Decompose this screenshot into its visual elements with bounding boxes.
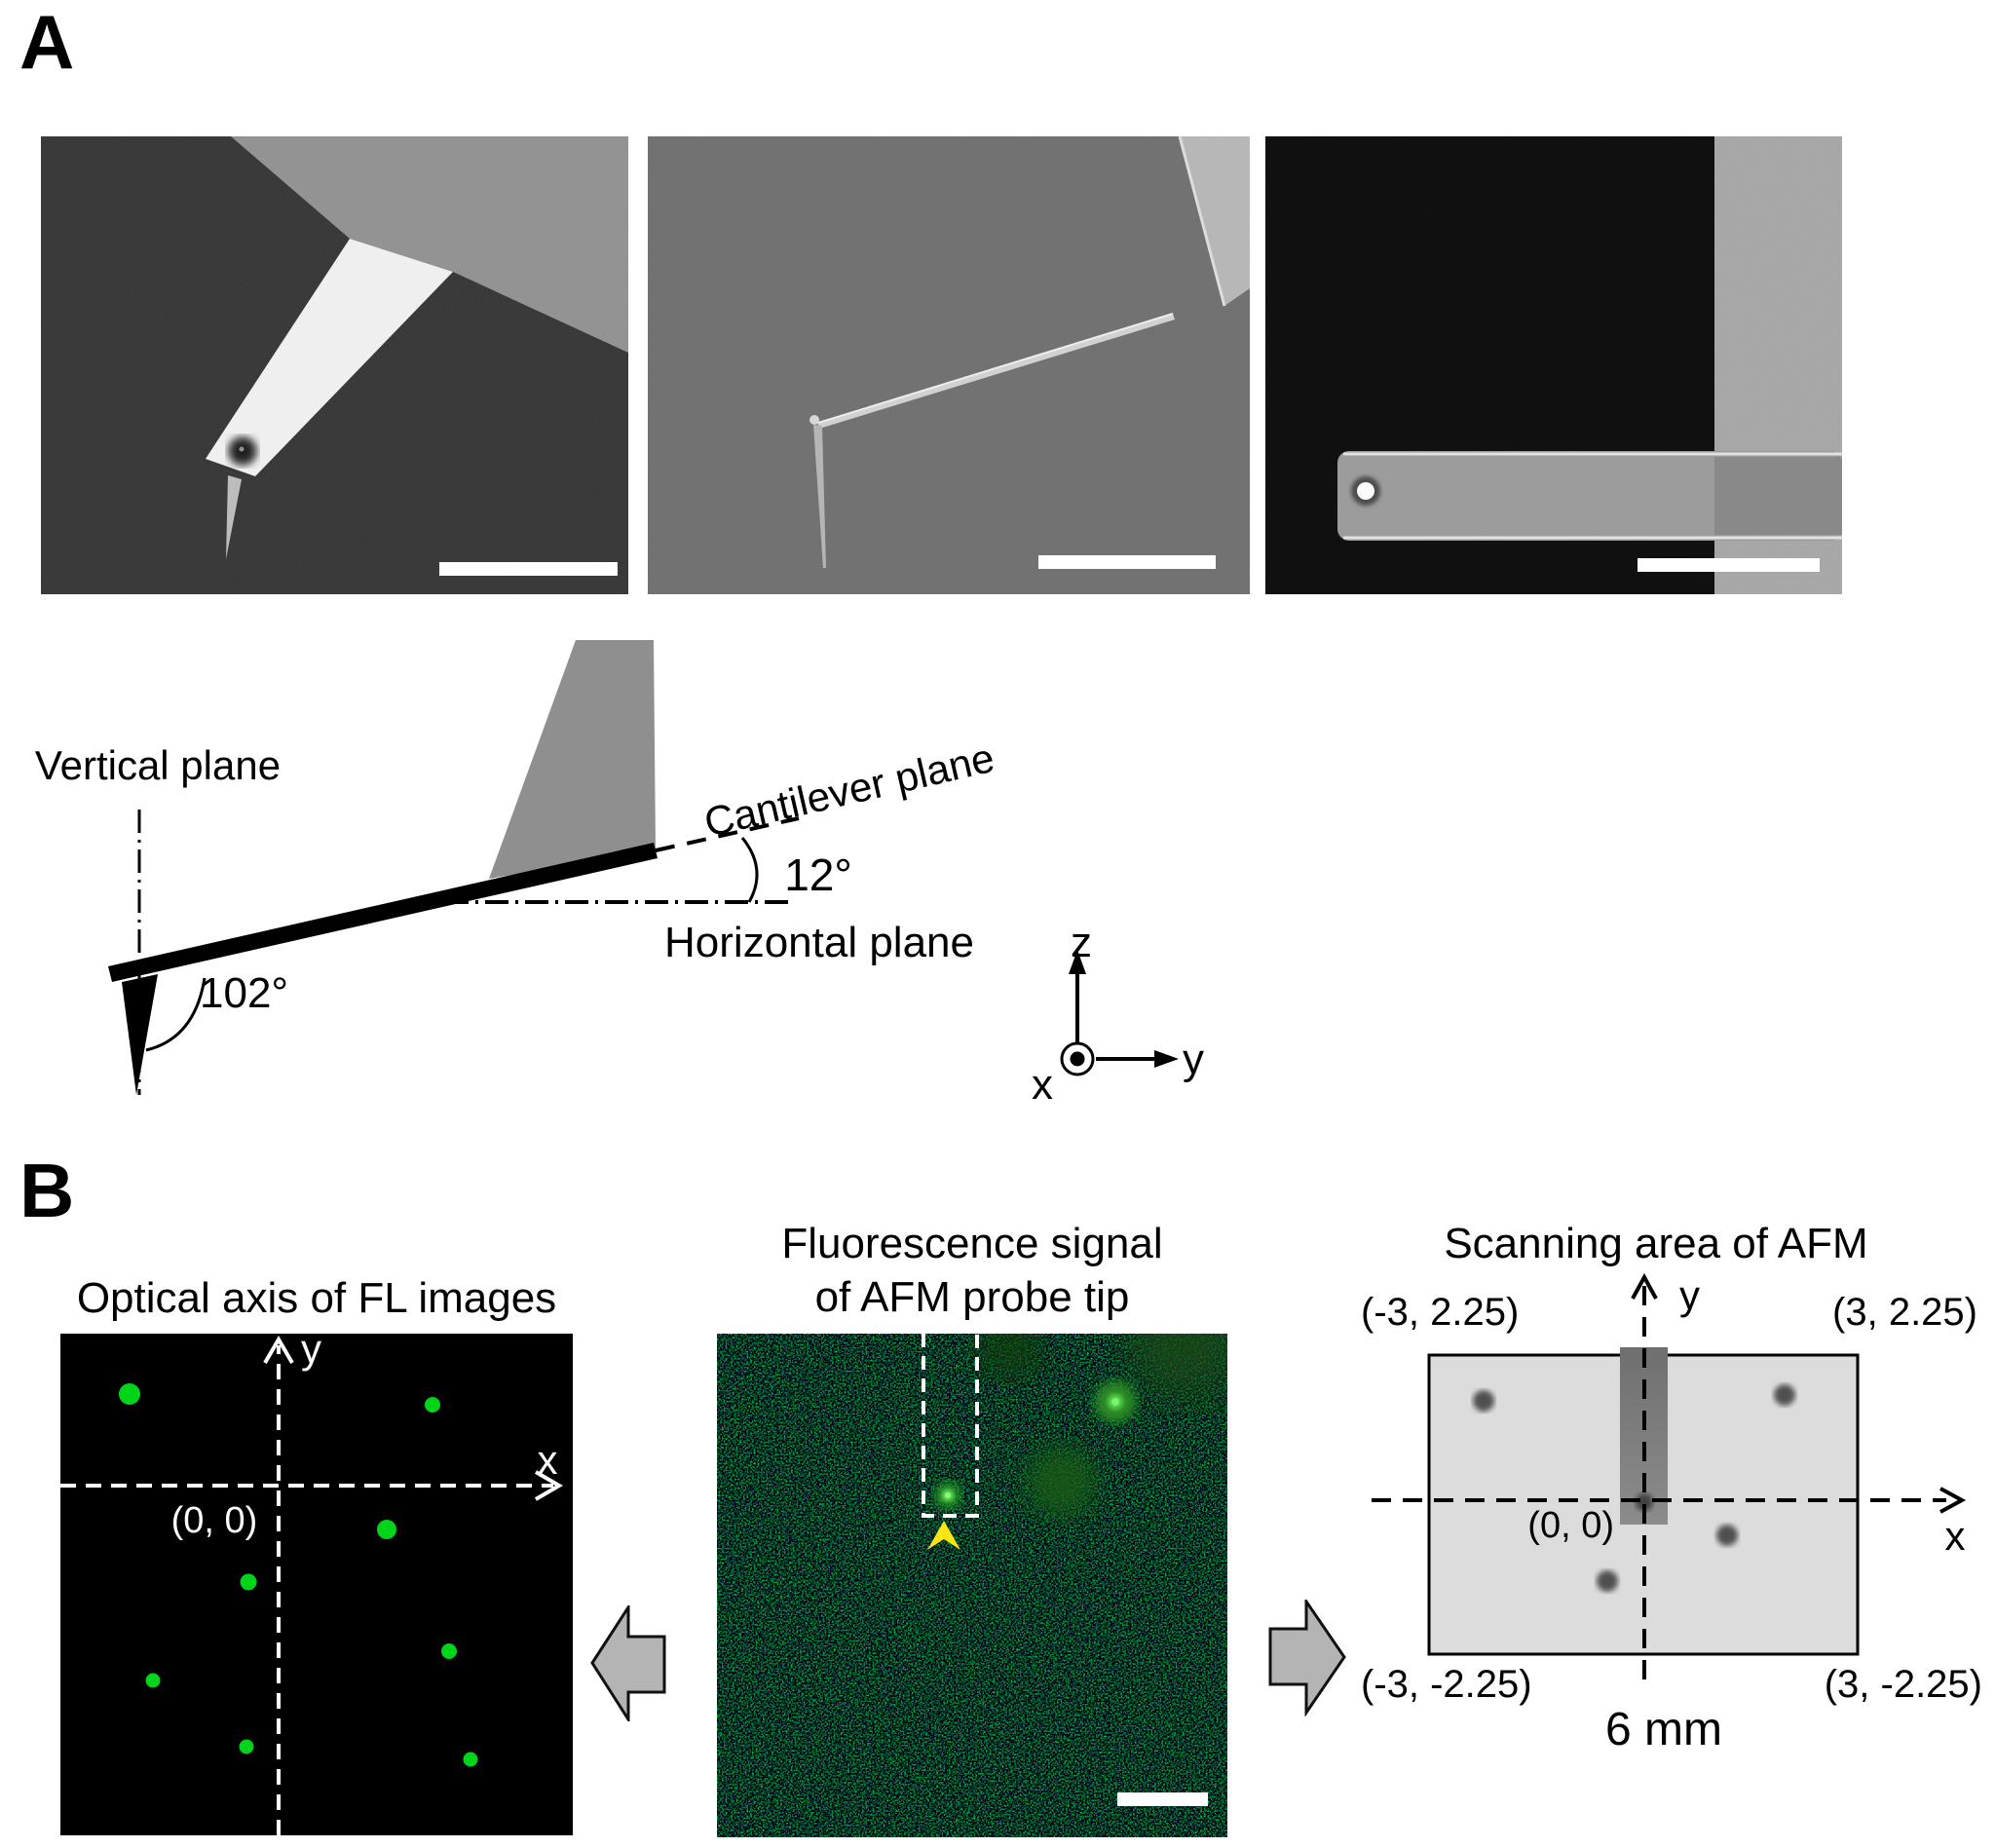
sem3-noise: [1265, 136, 1842, 594]
arrow-left-icon: [590, 1605, 666, 1721]
fl-bead-dot: [377, 1520, 396, 1539]
cantilever-beam-shape: [108, 843, 658, 982]
y-axis-arrowhead-icon: [1154, 1050, 1179, 1068]
fluorescence-image: [717, 1334, 1227, 1837]
corner-bottom-left-label: (-3, -2.25): [1361, 1663, 1532, 1706]
horizontal-plane-label: Horizontal plane: [664, 919, 974, 966]
axis-y-label: y: [1183, 1036, 1204, 1083]
axis-x-label: x: [1032, 1061, 1053, 1109]
fl-bead-dot: [145, 1673, 161, 1688]
axis-z-label: z: [1071, 919, 1092, 966]
sem1-noise: [41, 136, 628, 594]
sem1-scale-bar: [439, 562, 618, 576]
x-axis-dot: [1070, 1051, 1085, 1067]
fluorescence-corner-glow: [1126, 1334, 1227, 1402]
fl-bead-dot: [441, 1643, 457, 1659]
scan-axis-y-label: y: [1679, 1272, 1700, 1318]
probe-holder-shape: [489, 640, 656, 879]
vertical-plane-label: Vertical plane: [35, 742, 281, 788]
sem-image-side-view: [41, 136, 628, 594]
fl-image-background: [60, 1334, 573, 1835]
fl-bead-dot: [239, 1739, 254, 1754]
tip-angle-arc: [145, 977, 207, 1052]
corner-bottom-right-label: (3, -2.25): [1825, 1663, 1982, 1706]
z-axis-arrowhead-icon: [1069, 950, 1086, 974]
fluorescence-noise: [717, 1334, 1227, 1837]
coordinate-axes-icon: z y x: [1003, 906, 1227, 1111]
tip-angle-value: 102°: [200, 969, 288, 1017]
fl-bead-dot: [240, 1573, 257, 1591]
sem-image-long-view: [648, 136, 1250, 594]
sem3-scale-bar: [1637, 558, 1820, 572]
scan-x-axis-arrowhead-icon: [1939, 1487, 1967, 1514]
probe-tip-shape: [122, 974, 158, 1095]
fl-axis-y-label: y: [301, 1334, 321, 1372]
scan-axis-x-label: x: [1945, 1513, 1966, 1559]
fl-axis-x-label: x: [538, 1437, 558, 1483]
fl-x-axis-arrowhead-icon: [534, 1470, 563, 1501]
cantilever-plane-line: [655, 816, 800, 852]
sem2-noise: [648, 136, 1250, 594]
afm-bead-dot: [1716, 1525, 1738, 1546]
scanning-area-diagram: y x (-3, 2.25) (3, 2.25) (-3, -2.25) (3,…: [1354, 1262, 1995, 1758]
sem-image-top-view: [1265, 136, 1842, 594]
optical-axis-image: y x (0, 0): [60, 1334, 573, 1835]
fl-y-axis-arrowhead-icon: [263, 1336, 294, 1365]
fl-bead-dot: [119, 1383, 140, 1405]
tilt-angle-arc: [740, 837, 759, 903]
fl-bead-dot: [425, 1397, 440, 1413]
fl-dots-layer: [119, 1383, 478, 1767]
fluorescence-title-line1: Fluorescence signal: [781, 1220, 1163, 1267]
corner-top-right-label: (3, 2.25): [1832, 1291, 1977, 1334]
cantilever-angle-schematic: 102° 12° Vertical plane Cantilever plane…: [19, 614, 1003, 1159]
tilt-angle-value: 12°: [784, 849, 852, 900]
fl-origin-label: (0, 0): [171, 1500, 258, 1541]
bead-signal-center: [1111, 1398, 1119, 1406]
fluorescence-scale-bar: [1117, 1792, 1208, 1806]
fluorescence-title-line2: of AFM probe tip: [814, 1272, 1130, 1321]
corner-top-left-label: (-3, 2.25): [1361, 1291, 1519, 1334]
fl-bead-dot: [463, 1752, 478, 1767]
fluorescence-top-glow: [975, 1334, 1043, 1379]
optical-panel-title: Optical axis of FL images: [76, 1274, 557, 1322]
afm-beads-layer: [1473, 1384, 1795, 1592]
scan-origin-label: (0, 0): [1527, 1505, 1614, 1546]
afm-tip-position-dot: [1636, 1493, 1653, 1511]
arrow-left-shape: [590, 1605, 666, 1721]
tip-signal-center: [945, 1492, 951, 1498]
arrow-right-icon: [1268, 1600, 1346, 1716]
afm-bead-dot: [1597, 1570, 1618, 1592]
sem2-scale-bar: [1038, 555, 1216, 569]
cantilever-plane-label: Cantilever plane: [700, 735, 998, 846]
tip-pointer-arrowhead-icon: [927, 1521, 960, 1550]
panel-a-label: A: [19, 0, 75, 85]
scan-width-label: 6 mm: [1605, 1704, 1722, 1755]
fluorescence-panel-title: Fluorescence signal of AFM probe tip: [717, 1218, 1227, 1324]
scanning-panel-title: Scanning area of AFM: [1444, 1220, 1868, 1267]
diffuse-bead-signal: [1025, 1445, 1099, 1519]
afm-bead-dot: [1473, 1390, 1494, 1412]
panel-b-label: B: [19, 1148, 75, 1233]
arrow-right-shape: [1268, 1600, 1346, 1716]
scan-y-axis-arrowhead-icon: [1631, 1272, 1658, 1300]
cantilever-outline-dashed-box: [922, 1334, 979, 1518]
afm-bead-dot: [1774, 1384, 1795, 1406]
